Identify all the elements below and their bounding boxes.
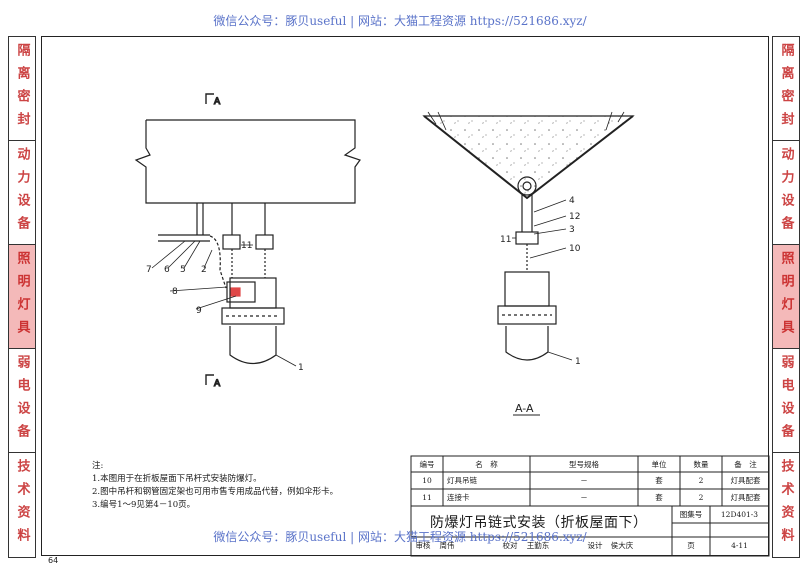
- checker-name: 王勤东: [526, 541, 550, 550]
- tab-weak-current[interactable]: 弱电设备: [9, 349, 35, 453]
- tab-label: 动力设备: [14, 146, 30, 239]
- callout-number: 3: [569, 225, 575, 235]
- callout-number: 1: [298, 363, 304, 373]
- table-cell: 2: [698, 493, 704, 502]
- watermark-top: 微信公众号：豚贝useful | 网站：大猫工程资源 https://52168…: [213, 14, 587, 28]
- page-number: 64: [48, 556, 59, 565]
- note-line: 3.编号1～9见第4－10页。: [92, 500, 196, 510]
- section-mark-top: A: [205, 93, 222, 108]
- watermark-bottom: 微信公众号：豚贝useful | 网站：大猫工程资源 https://52168…: [213, 530, 587, 544]
- callout-number: 7: [146, 265, 152, 275]
- roof-hatch-lines: [427, 111, 625, 131]
- table-header-cell: 数量: [693, 460, 709, 469]
- atlas-number: 12D401-3: [720, 510, 759, 519]
- table-cell: －: [580, 476, 588, 485]
- table-header-cell: 型号规格: [569, 460, 599, 469]
- callout-number: 9: [196, 306, 202, 316]
- folded-roof-slab: [422, 115, 635, 199]
- parts-table-grid: [410, 455, 770, 557]
- callout-number: 8: [172, 287, 178, 297]
- drawing-frame: [41, 36, 769, 556]
- explosion-proof-lamp-section: [497, 271, 557, 361]
- table-header-cell: 备 注: [734, 460, 757, 469]
- drawing-title: 防爆灯吊链式安装（折板屋面下）: [430, 515, 648, 531]
- hanger-rods: [222, 203, 274, 278]
- explosion-proof-lamp: [221, 277, 285, 365]
- callout-number: 11: [500, 235, 511, 245]
- tab-label: 隔离密封: [14, 42, 30, 135]
- atlas-label: 图集号: [679, 510, 703, 519]
- tab-lighting[interactable]: 照明灯具: [9, 245, 35, 349]
- check-label: 校对: [502, 541, 518, 550]
- roof-beam: [134, 119, 361, 204]
- table-cell: 连接卡: [447, 493, 470, 502]
- left-category-tabs: 隔离密封 动力设备 照明灯具 弱电设备 技术资料: [8, 36, 36, 558]
- junction-box-marker: [230, 287, 241, 297]
- page-label: 页: [687, 541, 695, 550]
- leader-lines: [151, 240, 297, 367]
- tab-label: 动力设备: [778, 146, 794, 239]
- tab-power-equipment[interactable]: 动力设备: [9, 141, 35, 245]
- table-header-cell: 单位: [651, 460, 667, 469]
- callout-number: 2: [201, 265, 207, 275]
- note-line: 2.图中吊杆和钢管固定架也可用市售专用成品代替，例如伞形卡。: [92, 487, 339, 497]
- notes-heading: 注:: [92, 461, 104, 471]
- callout-number: 6: [164, 265, 170, 275]
- reviewer-name: 周伟: [439, 541, 455, 550]
- callout-number: 12: [569, 212, 580, 222]
- section-mark-bottom: A: [205, 374, 222, 390]
- table-cell: 灯具吊链: [447, 476, 477, 485]
- section-view-aa: [422, 111, 635, 361]
- tab-label: 技术资料: [778, 459, 794, 551]
- table-cell: 套: [655, 493, 663, 502]
- callout-number: 10: [569, 244, 581, 254]
- tab-technical-data[interactable]: 技术资料: [9, 453, 35, 557]
- tab-weak-current[interactable]: 弱电设备: [773, 349, 799, 453]
- table-cell: 2: [698, 476, 704, 485]
- leader-lines: [512, 199, 573, 361]
- tab-lighting[interactable]: 照明灯具: [773, 245, 799, 349]
- table-cell: 灯具配套: [730, 493, 761, 502]
- table-cell: 灯具配套: [730, 476, 761, 485]
- right-category-tabs: 隔离密封 动力设备 照明灯具 弱电设备 技术资料: [772, 36, 800, 558]
- side-elevation-view: A: [134, 93, 361, 390]
- table-cell: －: [580, 493, 588, 502]
- junction-box: [226, 281, 256, 303]
- tab-label: 弱电设备: [778, 354, 794, 447]
- tab-isolation-seal[interactable]: 隔离密封: [9, 37, 35, 141]
- tab-label: 技术资料: [14, 459, 30, 551]
- note-line: 1.本图用于在折板屋面下吊杆式安装防爆灯。: [92, 474, 262, 484]
- tab-label: 照明灯具: [14, 250, 30, 343]
- table-header-cell: 名 称: [475, 460, 498, 469]
- design-label: 设计: [587, 541, 603, 550]
- tab-isolation-seal[interactable]: 隔离密封: [773, 37, 799, 141]
- notes-block: 注: 1.本图用于在折板屋面下吊杆式安装防爆灯。 2.图中吊杆和钢管固定架也可用…: [92, 460, 338, 512]
- table-cell: 10: [422, 476, 432, 485]
- tab-power-equipment[interactable]: 动力设备: [773, 141, 799, 245]
- callout-number: 5: [180, 265, 186, 275]
- tab-label: 隔离密封: [778, 42, 794, 135]
- view-title: A-A: [515, 402, 534, 415]
- conduit-bracket: [158, 203, 227, 289]
- callout-number: 4: [569, 196, 575, 206]
- tab-technical-data[interactable]: 技术资料: [773, 453, 799, 557]
- callout-number: 11: [241, 241, 252, 251]
- callout-number: 1: [575, 357, 581, 367]
- section-label: A: [214, 97, 221, 107]
- table-header-cell: 编号: [419, 460, 435, 469]
- review-label: 审核: [415, 541, 431, 550]
- table-cell: 11: [422, 493, 432, 502]
- page-number-cell: 4-11: [731, 541, 748, 550]
- table-cell: 套: [655, 476, 663, 485]
- section-label: A: [214, 379, 221, 389]
- designer-name: 侯大庆: [610, 541, 634, 550]
- tab-label: 弱电设备: [14, 354, 30, 447]
- tab-label: 照明灯具: [778, 250, 794, 343]
